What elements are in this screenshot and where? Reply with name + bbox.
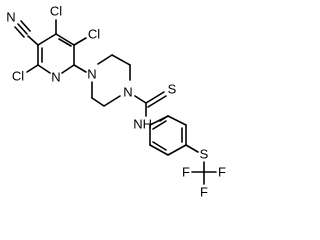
atom-f-3: F	[200, 185, 208, 200]
bonds	[14, 19, 217, 185]
structure-svg: N Cl Cl Cl N N N S NH S F F F	[6, 4, 226, 200]
atom-cl-2: Cl	[88, 27, 100, 42]
atom-s-thio: S	[168, 82, 177, 97]
bond-ring-2b	[58, 38, 72, 47]
bond-c-ring	[27, 35, 39, 46]
bond-ring-4	[61, 64, 75, 74]
bond-ar-4b	[152, 141, 167, 151]
bond-cs-2	[147, 95, 167, 108]
bond-n-c	[134, 95, 147, 104]
bond-ar-s	[185, 144, 199, 153]
atom-s-aryl: S	[200, 147, 209, 162]
atom-n-pyridine: N	[51, 70, 60, 85]
bond-cn-1	[17, 23, 28, 35]
bond-cn-2	[14, 26, 25, 38]
bond-ar-3	[167, 144, 187, 156]
bond-pip-1	[97, 54, 113, 65]
bond-ar-6	[149, 115, 169, 126]
atom-cl-3: Cl	[12, 69, 24, 84]
bond-ring-2	[55, 33, 75, 46]
bond-cs-1	[145, 91, 165, 104]
bond-cl-3	[26, 64, 39, 73]
atom-labels: N Cl Cl Cl N N N S NH S F F F	[6, 4, 226, 200]
bond-pip-5	[91, 97, 105, 107]
atom-nh: NH	[133, 117, 152, 132]
bond-cn-3	[20, 20, 31, 32]
bond-ar-1	[167, 115, 187, 126]
bond-ar-6b	[152, 120, 167, 130]
atom-n-piperazine-2: N	[123, 85, 132, 100]
bond-ar-4	[149, 144, 169, 156]
bond-pip-2	[111, 54, 131, 66]
bond-ring-5	[37, 64, 51, 74]
bond-pip-4	[103, 95, 121, 107]
bond-ring-1	[37, 33, 57, 46]
atom-n-cyano: N	[6, 10, 15, 25]
atom-n-piperazine-1: N	[87, 67, 96, 82]
atom-f-2: F	[218, 165, 226, 180]
bond-ring-pip	[73, 64, 87, 73]
atom-f-1: F	[182, 165, 190, 180]
molecule-diagram: N Cl Cl Cl N N N S NH S F F F	[6, 4, 226, 200]
atom-cl-1: Cl	[50, 4, 62, 19]
bond-cl-2	[73, 37, 87, 46]
